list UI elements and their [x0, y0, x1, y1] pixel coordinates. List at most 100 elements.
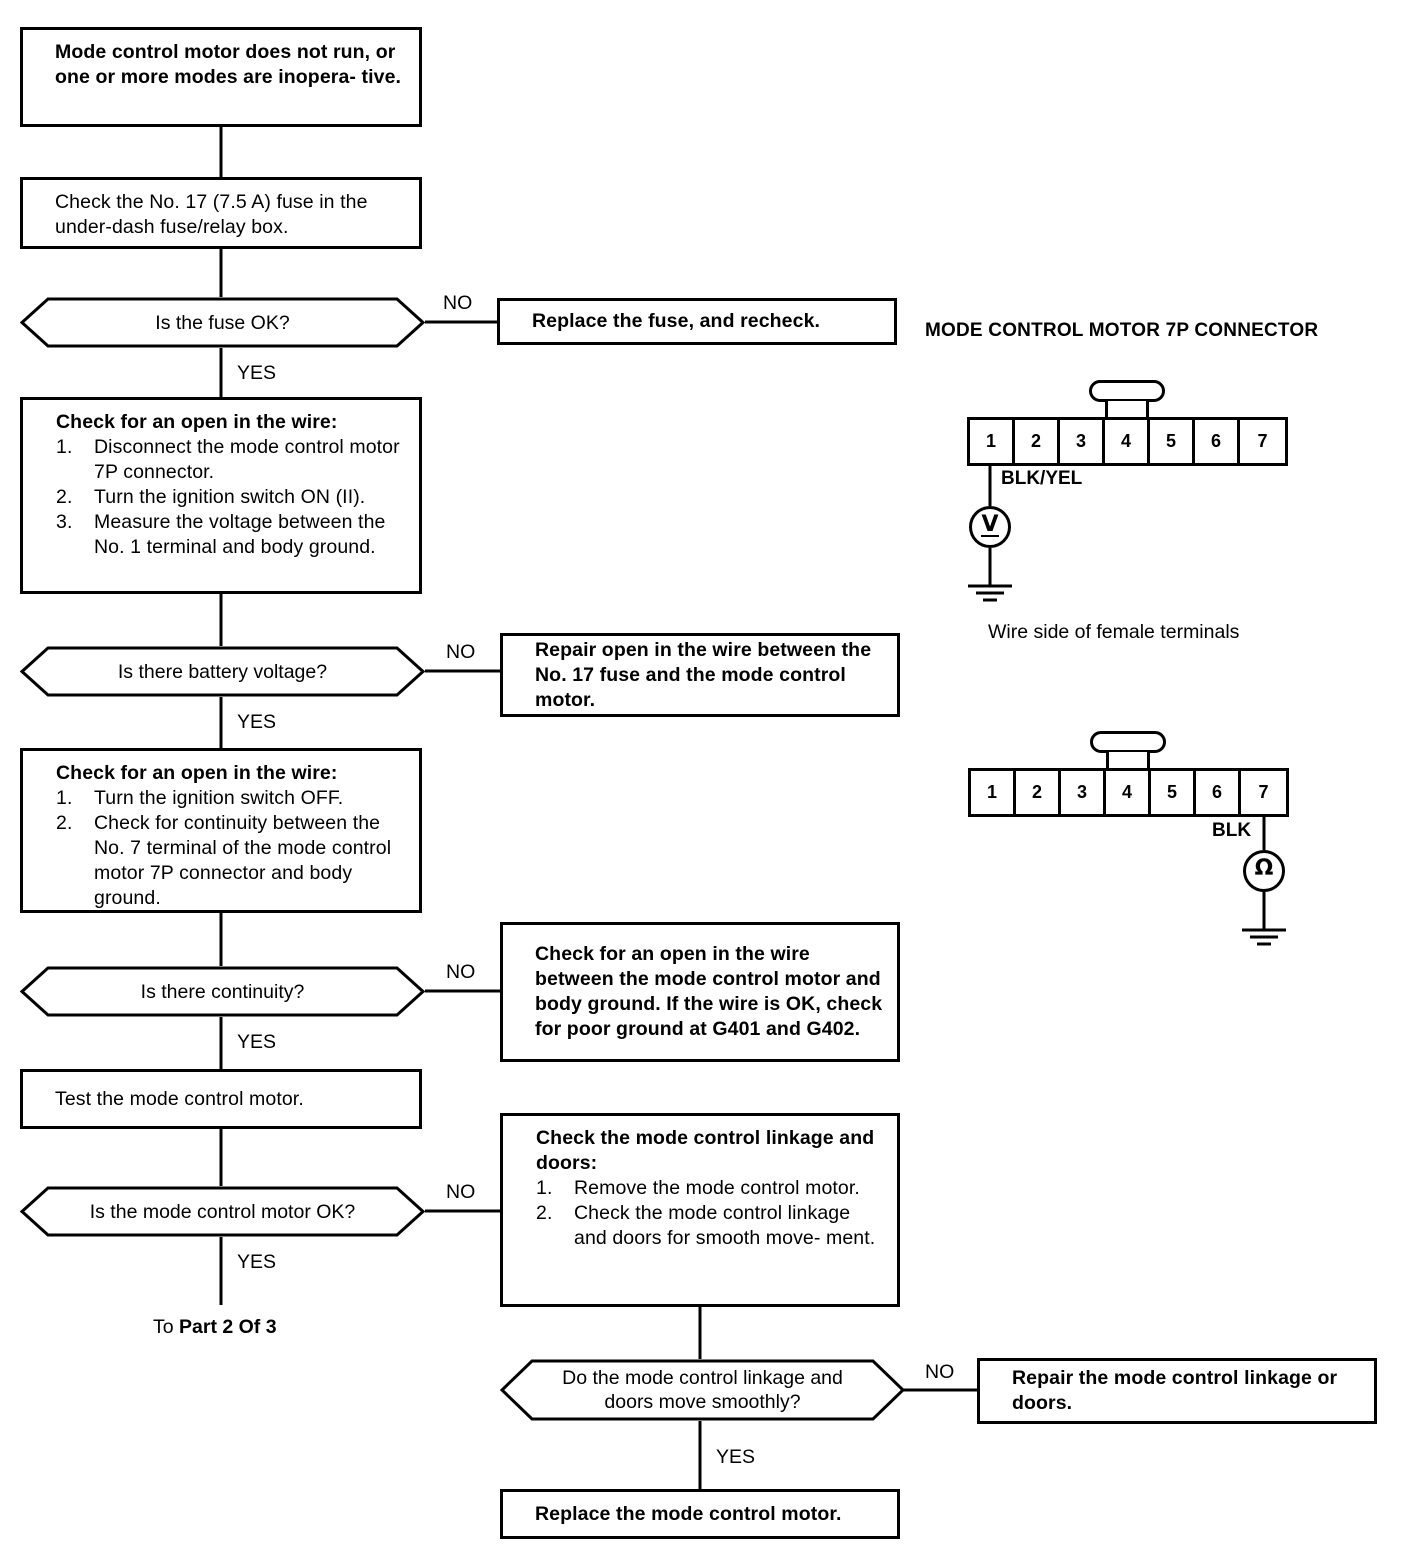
continuation-prefix: To: [153, 1316, 180, 1338]
connector-pin: 3: [1060, 420, 1105, 463]
branch-label-yes-linkage: YES: [716, 1446, 756, 1468]
decision-fuse-ok-label: Is the fuse OK?: [155, 311, 290, 334]
branch-label-yes-fuse: YES: [237, 362, 277, 384]
list-item: 1. Turn the ignition switch OFF.: [56, 786, 405, 811]
action-repair-linkage-box: Repair the mode control linkage or doors…: [977, 1358, 1377, 1424]
decision-continuity: Is there continuity?: [20, 966, 425, 1017]
symptom-text: Mode control motor does not run, or one …: [55, 41, 402, 88]
connector-pin: 7: [1240, 420, 1285, 463]
step-open-wire-2-box: Check for an open in the wire: 1. Turn t…: [20, 748, 422, 913]
connector-pin: 4: [1105, 420, 1150, 463]
connector-pin: 4: [1106, 771, 1151, 814]
list-item-number: 1.: [536, 1177, 553, 1199]
decision-continuity-label: Is there continuity?: [140, 980, 305, 1003]
list-item-number: 3.: [56, 511, 73, 533]
connector-diagram-continuity: 1 2 3 4 5 6 7: [968, 731, 1298, 821]
hexagon-shape: [20, 1186, 425, 1237]
list-item-number: 2.: [536, 1202, 553, 1224]
connector-tab-neck-icon: [1106, 752, 1150, 768]
connector-tab-icon: [1090, 731, 1166, 753]
connector-pin: 3: [1061, 771, 1106, 814]
decision-fuse-ok: Is the fuse OK?: [20, 297, 425, 348]
step-open-wire-1-header: Check for an open in the wire:: [56, 411, 338, 433]
branch-label-no-continuity: NO: [446, 961, 476, 983]
list-item-number: 1.: [56, 787, 73, 809]
action-replace-fuse-text: Replace the fuse, and recheck.: [532, 310, 821, 332]
step-open-wire-1-list: 1. Disconnect the mode control motor 7P …: [56, 435, 405, 560]
decision-linkage-smooth-label: Do the mode control linkage and doors mo…: [562, 1367, 843, 1413]
decision-battery-voltage-label: Is there battery voltage?: [117, 660, 328, 683]
list-item: 3. Measure the voltage between the No. 1…: [56, 510, 405, 560]
connector-pin-row: 1 2 3 4 5 6 7: [967, 417, 1288, 466]
list-item-text: Measure the voltage between the No. 1 te…: [94, 511, 386, 558]
branch-label-yes-motor: YES: [237, 1251, 277, 1273]
branch-label-no-motor: NO: [446, 1181, 476, 1203]
branch-label-yes-continuity: YES: [237, 1031, 277, 1053]
wire-label-blk-yel: BLK/YEL: [1001, 468, 1083, 489]
action-replace-motor-text: Replace the mode control motor.: [535, 1502, 842, 1525]
list-item-text: Remove the mode control motor.: [574, 1177, 860, 1199]
connector-tab-icon: [1089, 380, 1165, 402]
voltmeter-icon: V: [969, 506, 1011, 548]
step-open-wire-1-box: Check for an open in the wire: 1. Discon…: [20, 397, 422, 594]
connector-caption: Wire side of female terminals: [988, 621, 1240, 643]
decision-motor-ok: Is the mode control motor OK?: [20, 1186, 425, 1237]
voltmeter-symbol: V: [981, 512, 999, 537]
list-item: 2. Turn the ignition switch ON (II).: [56, 485, 405, 510]
ohmmeter-icon: Ω: [1243, 850, 1285, 892]
decision-motor-ok-label: Is the mode control motor OK?: [89, 1200, 356, 1223]
connector-pin: 2: [1015, 420, 1060, 463]
step-check-fuse-box: Check the No. 17 (7.5 A) fuse in the und…: [20, 177, 422, 249]
action-replace-motor-box: Replace the mode control motor.: [500, 1489, 900, 1539]
connector-pin: 5: [1150, 420, 1195, 463]
decision-battery-voltage: Is there battery voltage?: [20, 646, 425, 697]
connector-pin: 7: [1241, 771, 1286, 814]
list-item: 1. Remove the mode control motor.: [536, 1176, 883, 1201]
connector-pin: 6: [1196, 771, 1241, 814]
step-open-wire-2-header: Check for an open in the wire:: [56, 762, 338, 784]
hexagon-shape: [20, 966, 425, 1017]
list-item: 1. Disconnect the mode control motor 7P …: [56, 435, 405, 485]
list-item: 2. Check for continuity between the No. …: [56, 811, 405, 911]
connector-tab-neck-icon: [1105, 401, 1149, 417]
connector-pin: 6: [1195, 420, 1240, 463]
action-repair-open-fuse-text: Repair open in the wire between the No. …: [535, 638, 872, 711]
continuation-target: Part 2 Of 3: [179, 1316, 277, 1338]
list-item-text: Disconnect the mode control motor 7P con…: [94, 436, 400, 483]
step-test-motor-text: Test the mode control motor.: [55, 1087, 304, 1110]
branch-label-no-linkage: NO: [925, 1361, 955, 1383]
step-check-fuse-text: Check the No. 17 (7.5 A) fuse in the und…: [55, 191, 368, 238]
step-check-linkage-box: Check the mode control linkage and doors…: [500, 1113, 900, 1307]
list-item-text: Check for continuity between the No. 7 t…: [94, 812, 392, 909]
dc-line-icon: [981, 535, 999, 537]
list-item-number: 1.: [56, 436, 73, 458]
connector-pin-row: 1 2 3 4 5 6 7: [968, 768, 1289, 817]
list-item-number: 2.: [56, 486, 73, 508]
ohmmeter-symbol: Ω: [1254, 856, 1274, 881]
action-repair-linkage-text: Repair the mode control linkage or doors…: [1012, 1367, 1338, 1414]
connector-pin: 5: [1151, 771, 1196, 814]
branch-label-no-battery: NO: [446, 641, 476, 663]
list-item: 2. Check the mode control linkage and do…: [536, 1201, 883, 1251]
action-check-ground-box: Check for an open in the wire between th…: [500, 922, 900, 1062]
list-item-text: Check the mode control linkage and doors…: [574, 1202, 876, 1249]
hexagon-shape: [500, 1359, 905, 1421]
step-check-linkage-header: Check the mode control linkage and doors…: [536, 1127, 875, 1174]
step-open-wire-2-list: 1. Turn the ignition switch OFF. 2. Chec…: [56, 786, 405, 911]
step-check-linkage-list: 1. Remove the mode control motor. 2. Che…: [536, 1176, 883, 1251]
action-replace-fuse-box: Replace the fuse, and recheck.: [497, 298, 897, 345]
connector-pin: 1: [971, 771, 1016, 814]
hexagon-shape: [20, 297, 425, 348]
branch-label-yes-battery: YES: [237, 711, 277, 733]
hexagon-shape: [20, 646, 425, 697]
action-check-ground-text: Check for an open in the wire between th…: [535, 943, 883, 1040]
connector-panel-title: MODE CONTROL MOTOR 7P CONNECTOR: [925, 320, 1319, 341]
branch-label-no-fuse: NO: [443, 292, 473, 314]
symptom-box: Mode control motor does not run, or one …: [20, 27, 422, 127]
wire-label-blk: BLK: [1212, 820, 1252, 841]
action-repair-open-fuse-box: Repair open in the wire between the No. …: [500, 633, 900, 717]
connector-pin: 1: [970, 420, 1015, 463]
step-test-motor-box: Test the mode control motor.: [20, 1069, 422, 1129]
connector-diagram-voltage: 1 2 3 4 5 6 7: [967, 380, 1297, 470]
connector-pin: 2: [1016, 771, 1061, 814]
